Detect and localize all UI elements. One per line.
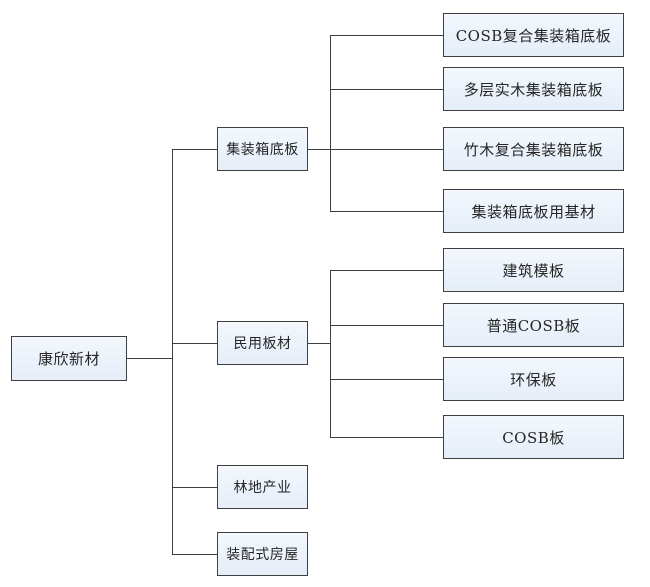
leaf-eco-friendly-board: 环保板 — [443, 357, 624, 401]
connector-container-flooring-stub — [308, 149, 330, 150]
node-container-flooring: 集装箱底板 — [217, 127, 308, 171]
connector-branch-container-flooring — [172, 149, 217, 150]
leaf-container-flooring-base-material: 集装箱底板用基材 — [443, 189, 624, 233]
connector-leaf-base-material — [330, 211, 443, 212]
connector-leaf-cosb — [330, 437, 443, 438]
leaf-cosb-composite-container-flooring: COSB复合集装箱底板 — [443, 13, 624, 57]
connector-leaf-cosb-composite — [330, 35, 443, 36]
connector-branch-forestry — [172, 487, 217, 488]
node-forestry-industry: 林地产业 — [217, 465, 308, 509]
connector-leaf-eco-board — [330, 379, 443, 380]
connector-right-spine-container — [330, 35, 331, 211]
connector-leaf-multilayer — [330, 89, 443, 90]
node-prefab-housing: 装配式房屋 — [217, 532, 308, 576]
leaf-bamboo-wood-composite-container-flooring: 竹木复合集装箱底板 — [443, 127, 624, 171]
connector-leaf-ordinary-cosb — [330, 325, 443, 326]
node-kangxin-root: 康欣新材 — [11, 336, 127, 381]
connector-root-stub — [127, 358, 172, 359]
connector-civil-panels-stub — [308, 343, 330, 344]
connector-leaf-formwork — [330, 270, 443, 271]
leaf-multilayer-solid-wood-container-flooring: 多层实木集装箱底板 — [443, 67, 624, 111]
leaf-construction-formwork: 建筑模板 — [443, 248, 624, 292]
leaf-ordinary-cosb-board: 普通COSB板 — [443, 303, 624, 347]
connector-right-spine-civil — [330, 270, 331, 437]
node-civil-panels: 民用板材 — [217, 321, 308, 365]
connector-leaf-bamboo-wood — [330, 149, 443, 150]
connector-left-spine — [172, 149, 173, 554]
leaf-cosb-board: COSB板 — [443, 415, 624, 459]
connector-branch-civil-panels — [172, 343, 217, 344]
connector-branch-prefab-housing — [172, 554, 217, 555]
